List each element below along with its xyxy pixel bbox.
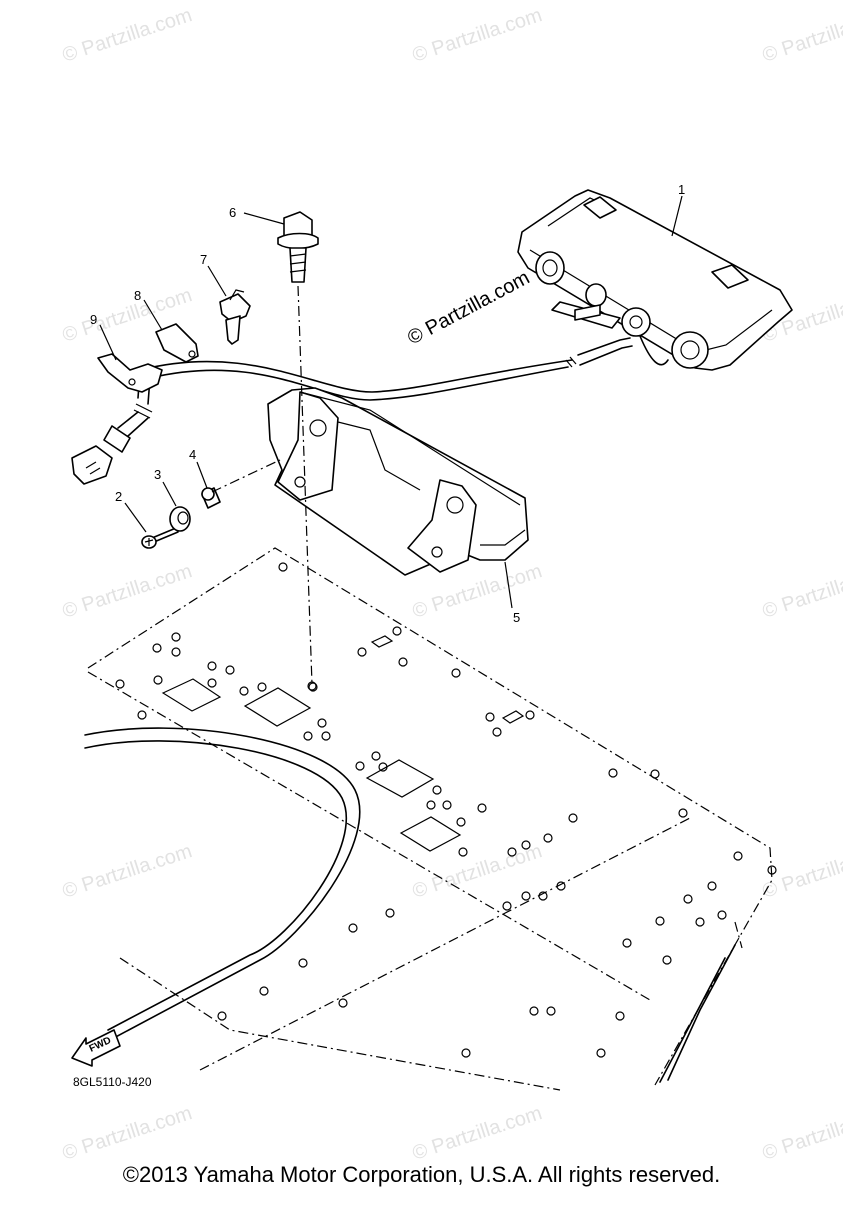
callout-3: 3 — [154, 467, 161, 482]
callout-2: 2 — [115, 489, 122, 504]
callout-4: 4 — [189, 447, 196, 462]
chassis-frame — [84, 547, 777, 1091]
callout-9: 9 — [90, 312, 97, 327]
watermark-layer: © Partzilla.com © Partzilla.com © Partzi… — [60, 4, 843, 1165]
watermark: © Partzilla.com — [60, 840, 195, 903]
center-watermark: © Partzilla.com — [404, 267, 533, 350]
flange-bolt — [277, 211, 319, 283]
copyright-notice: ©2013 Yamaha Motor Corporation, U.S.A. A… — [122, 1162, 721, 1187]
wire-bracket — [97, 353, 163, 393]
watermark: © Partzilla.com — [410, 560, 545, 623]
wiring-harness — [71, 337, 633, 485]
callout-8: 8 — [134, 288, 141, 303]
watermark: © Partzilla.com — [60, 1102, 195, 1165]
watermark: © Partzilla.com — [410, 1102, 545, 1165]
diagram-code: 8GL5110-J420 — [73, 1075, 152, 1089]
watermark: © Partzilla.com — [760, 840, 843, 903]
callout-1: 1 — [678, 182, 685, 197]
callout-6: 6 — [229, 205, 236, 220]
cable-clamp — [155, 323, 199, 363]
callout-5: 5 — [513, 610, 520, 625]
watermark: © Partzilla.com — [60, 560, 195, 623]
chassis-holes — [115, 562, 777, 1058]
watermark: © Partzilla.com — [410, 4, 545, 67]
small-parts — [97, 211, 319, 549]
watermark: © Partzilla.com — [760, 4, 843, 67]
assembly-lines — [211, 285, 318, 692]
tail-light-assembly — [517, 189, 793, 371]
callouts: 1 2 3 4 5 6 7 8 9 — [90, 182, 685, 625]
watermark: © Partzilla.com — [60, 4, 195, 67]
tail-light-bracket — [267, 387, 529, 576]
fwd-arrow: FWD — [71, 1029, 121, 1067]
harness-clip — [219, 289, 251, 345]
watermark: © Partzilla.com — [760, 1102, 843, 1165]
watermark: © Partzilla.com — [760, 560, 843, 623]
screw — [141, 527, 179, 549]
callout-7: 7 — [200, 252, 207, 267]
collar — [201, 487, 221, 509]
grommet — [169, 506, 191, 532]
